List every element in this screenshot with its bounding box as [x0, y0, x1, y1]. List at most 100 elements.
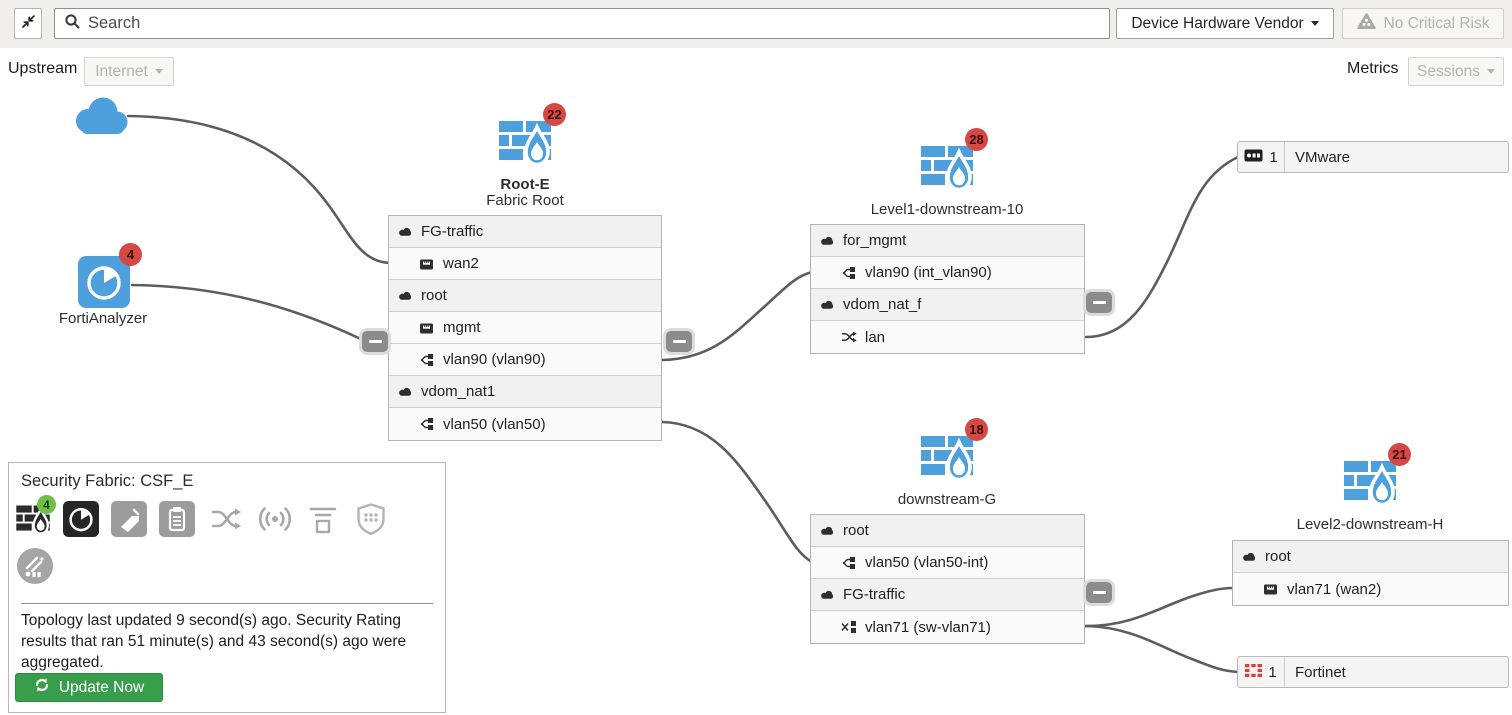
metrics-select-value: Sessions [1417, 62, 1480, 80]
fabric-status-text: Topology last updated 9 second(s) ago. S… [21, 612, 407, 671]
vdom-icon [397, 385, 414, 398]
vdom-icon [819, 524, 836, 537]
fortimanager-icon[interactable] [111, 501, 147, 537]
level1-badge: 28 [965, 128, 988, 151]
row-label: vlan71 (wan2) [1287, 580, 1382, 598]
row-label: vlan90 (vlan90) [443, 351, 546, 368]
fortinet-count: 1 [1268, 663, 1277, 681]
vdom-row[interactable]: root [389, 280, 661, 312]
risk-button-label: No Critical Risk [1383, 14, 1490, 32]
row-label: for_mgmt [843, 232, 907, 249]
level2-badge: 21 [1388, 443, 1411, 466]
risk-warning-icon [1356, 12, 1376, 35]
fortianalyzer-badge: 4 [119, 243, 142, 266]
vdom-row[interactable]: root [1233, 541, 1508, 573]
vlan-icon [841, 266, 858, 280]
link-root-vlan50-to-downstream-g [660, 420, 814, 564]
security-fabric-title: Security Fabric: CSF_E [21, 472, 194, 490]
fortiap-icon[interactable] [257, 501, 293, 537]
update-now-button[interactable]: Update Now [15, 673, 163, 702]
row-label: vlan90 (int_vlan90) [865, 264, 992, 281]
vdom-row[interactable]: FG-traffic [811, 579, 1084, 611]
metrics-label: Metrics [1347, 60, 1399, 77]
fortigate-firewall-icon [919, 146, 975, 199]
interface-row[interactable]: vlan90 (vlan90) [389, 344, 661, 376]
collapse-level1-button[interactable] [1086, 292, 1112, 313]
vendor-dropdown-label: Device Hardware Vendor [1131, 14, 1304, 32]
downstream-g-node[interactable] [919, 429, 975, 490]
forticlient-shield-icon[interactable] [353, 501, 389, 537]
update-now-label: Update Now [58, 678, 145, 696]
interface-row[interactable]: vlan71 (sw-vlan71) [811, 611, 1084, 643]
fortigate-firewall-icon [1342, 461, 1398, 514]
vdom-row[interactable]: vdom_nat1 [389, 376, 661, 408]
root-e-badge: 22 [543, 103, 566, 126]
other-devices-icon[interactable] [15, 546, 53, 584]
vdom-icon [819, 588, 836, 601]
fortiswitch-shuffle-icon[interactable] [209, 501, 245, 537]
root-e-node[interactable] [497, 114, 553, 175]
level1-downstream-10-node[interactable] [919, 139, 975, 200]
row-label: vlan50 (vlan50) [443, 415, 546, 433]
chevron-down-icon [1486, 69, 1495, 74]
collapse-root-e-right-button[interactable] [666, 331, 692, 352]
fortianalyzer-panel-icon[interactable] [63, 501, 99, 537]
search-icon [64, 13, 81, 35]
interface-row[interactable]: wan2 [389, 248, 661, 280]
vdom-icon [397, 225, 414, 238]
interface-row[interactable]: vlan90 (int_vlan90) [811, 257, 1084, 289]
interface-row[interactable]: lan [811, 321, 1084, 353]
search-input[interactable]: Search [54, 8, 1110, 39]
collapse-panel-button[interactable] [14, 8, 42, 39]
collapse-arrows-icon [20, 13, 37, 35]
row-label: FG-traffic [843, 586, 906, 603]
upstream-select-value: Internet [95, 62, 148, 80]
vlan-icon [419, 417, 436, 431]
interface-row[interactable]: mgmt [389, 312, 661, 344]
fortigate-firewall-icon [919, 436, 975, 489]
row-label: vlan50 (vlan50-int) [865, 554, 989, 571]
fortianalyzer-label: FortiAnalyzer [58, 310, 148, 327]
root-e-subtitle: Fabric Root [486, 192, 564, 209]
fortigate-firewall-icon [497, 121, 553, 174]
collapse-root-e-left-button[interactable] [362, 331, 388, 352]
vlan-icon [841, 556, 858, 570]
interface-row[interactable]: vlan50 (vlan50) [389, 408, 661, 440]
interface-row[interactable]: vlan71 (wan2) [1233, 573, 1508, 605]
upstream-select[interactable]: Internet [84, 57, 174, 86]
fortianalyzer-node[interactable] [78, 256, 130, 313]
row-label: FG-traffic [421, 223, 484, 240]
collapse-downstream-g-button[interactable] [1086, 582, 1112, 603]
row-label: vdom_nat1 [421, 383, 496, 400]
row-label: mgmt [443, 319, 481, 336]
vdom-row[interactable]: vdom_nat_f [811, 289, 1084, 321]
vdom-row[interactable]: for_mgmt [811, 225, 1084, 257]
vdom-icon [1241, 550, 1258, 563]
critical-risk-button[interactable]: No Critical Risk [1342, 8, 1504, 39]
metrics-select[interactable]: Sessions [1408, 57, 1504, 86]
switch-icon [841, 330, 858, 344]
vmware-endpoint[interactable]: 1 VMware [1237, 141, 1509, 173]
vdom-row[interactable]: FG-traffic [389, 216, 661, 248]
swvlan-icon [841, 620, 858, 634]
downstream-g-interface-table: root vlan50 (vlan50-int) FG-traffic vlan71 … [810, 514, 1085, 644]
vdom-icon [819, 234, 836, 247]
fortisandbox-icon[interactable] [305, 501, 341, 537]
vlan-icon [419, 353, 436, 367]
internet-cloud-node[interactable] [68, 92, 132, 147]
vdom-row[interactable]: root [811, 515, 1084, 547]
fortinet-logo-icon [1245, 663, 1263, 681]
level2-downstream-h-node[interactable] [1342, 454, 1398, 515]
vdom-icon [819, 298, 836, 311]
row-label: lan [865, 328, 886, 346]
interface-row[interactable]: vlan50 (vlan50-int) [811, 547, 1084, 579]
forticlient-ems-clipboard-icon[interactable] [159, 501, 195, 537]
vmware-label: VMware [1295, 148, 1351, 166]
upstream-label: Upstream [8, 60, 78, 77]
refresh-icon [34, 677, 50, 698]
fortinet-endpoint[interactable]: 1 Fortinet [1237, 656, 1509, 688]
vmware-count: 1 [1269, 148, 1278, 166]
device-hardware-vendor-dropdown[interactable]: Device Hardware Vendor [1116, 8, 1334, 39]
